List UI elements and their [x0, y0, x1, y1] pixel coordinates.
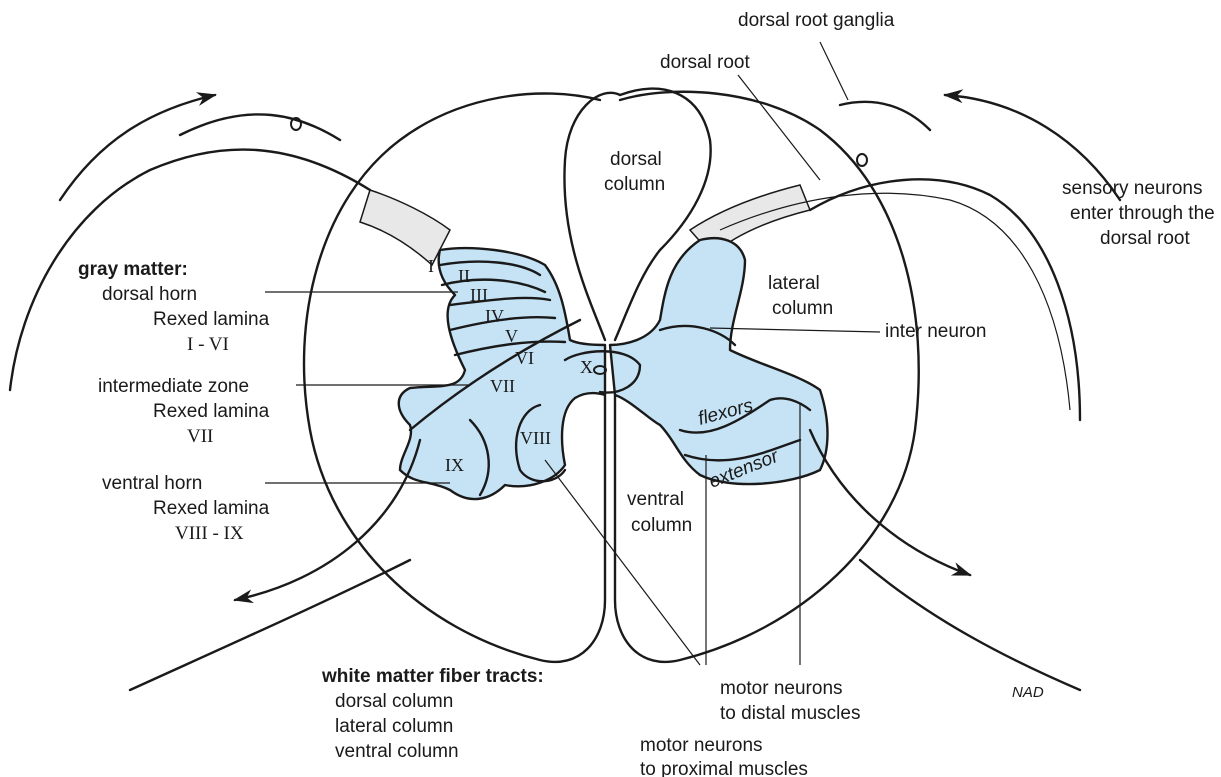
white-matter-item-3: ventral column — [335, 741, 459, 762]
gray-matter-left — [399, 248, 605, 499]
label-ventral-column-1: ventral — [627, 489, 684, 510]
dorsal-horn-rexed: Rexed lamina — [153, 309, 270, 330]
right-outer-nerve — [810, 179, 1080, 420]
right-ganglion-cell — [857, 154, 867, 166]
white-matter-item-1: dorsal column — [335, 691, 453, 712]
lamina-iv: IV — [485, 306, 504, 326]
label-dorsal-root-ganglia: dorsal root ganglia — [738, 10, 895, 31]
lamina-vii: VII — [490, 376, 515, 396]
lamina-x: X — [580, 357, 593, 377]
left-sensory-arrow — [60, 95, 215, 200]
lamina-ii: II — [458, 266, 470, 286]
ventral-horn-range: VIII - IX — [175, 523, 244, 544]
dorsal-horn-range: I - VI — [187, 334, 229, 355]
label-motor-distal-1: motor neurons — [720, 678, 843, 699]
label-dorsal-column-2: column — [604, 174, 665, 195]
label-motor-distal-2: to distal muscles — [720, 703, 860, 724]
dorsal-horn-label: dorsal horn — [102, 284, 197, 305]
intermediate-rexed: Rexed lamina — [153, 401, 270, 422]
lamina-ix: IX — [445, 455, 464, 475]
label-ventral-column-2: column — [631, 515, 692, 536]
leader-ganglia — [820, 42, 848, 100]
lamina-iii: III — [470, 285, 488, 305]
label-dorsal-root: dorsal root — [660, 52, 750, 73]
label-sensory-3: dorsal root — [1100, 228, 1190, 249]
ventral-horn-label: ventral horn — [102, 473, 202, 494]
leader-dorsal-root — [738, 75, 820, 180]
signature: NAD — [1012, 684, 1044, 701]
label-sensory-2: enter through the — [1070, 203, 1215, 224]
intermediate-zone-label: intermediate zone — [98, 376, 249, 397]
label-dorsal-column-1: dorsal — [610, 149, 662, 170]
left-motor-arrow — [235, 440, 420, 600]
label-lateral-column-2: column — [772, 298, 833, 319]
white-matter-heading: white matter fiber tracts: — [321, 666, 544, 687]
right-ganglion-top — [840, 102, 930, 130]
label-sensory-1: sensory neurons — [1062, 178, 1202, 199]
dorsal-root-left — [360, 190, 450, 265]
leader-inter-neuron — [710, 328, 880, 332]
label-motor-proximal-2: to proximal muscles — [640, 759, 808, 777]
white-matter-item-2: lateral column — [335, 716, 453, 737]
label-inter-neuron: inter neuron — [885, 321, 986, 342]
lamina-v: V — [505, 326, 518, 346]
lamina-viii: VIII — [520, 428, 551, 448]
ventral-horn-rexed: Rexed lamina — [153, 498, 270, 519]
label-lateral-column-1: lateral — [768, 273, 820, 294]
gray-matter-heading: gray matter: — [78, 259, 188, 280]
left-ganglion-top — [180, 114, 340, 140]
right-ventral-root — [860, 560, 1080, 690]
label-motor-proximal-1: motor neurons — [640, 735, 763, 756]
right-motor-arrow — [810, 430, 970, 575]
lamina-i: I — [428, 256, 434, 276]
lamina-vi: VI — [515, 348, 534, 368]
intermediate-range: VII — [187, 426, 213, 447]
